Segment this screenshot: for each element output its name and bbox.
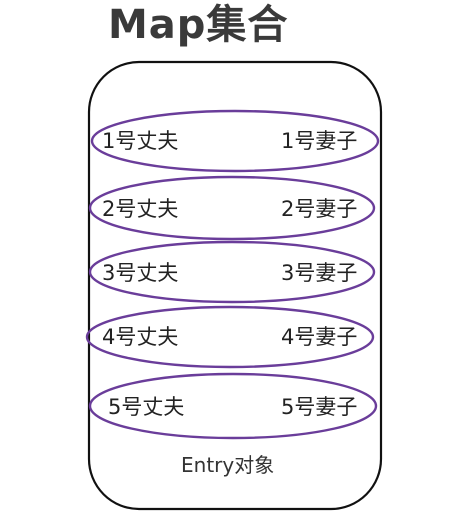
entry-ellipse-3 (88, 240, 376, 304)
map-container (87, 60, 383, 511)
entry-ellipse-4 (85, 305, 375, 369)
entry-value-1: 1号妻子 (281, 129, 358, 153)
entry-value-4: 4号妻子 (281, 325, 358, 349)
diagram-title: Map集合 (108, 2, 289, 48)
entry-key-4: 4号丈夫 (102, 325, 179, 349)
entry-value-3: 3号妻子 (281, 261, 358, 285)
entry-ellipse-5 (88, 372, 378, 440)
entry-key-2: 2号丈夫 (102, 197, 179, 221)
entry-key-1: 1号丈夫 (102, 129, 179, 153)
entry-value-5: 5号妻子 (281, 395, 358, 419)
entry-value-2: 2号妻子 (281, 197, 358, 221)
entry-ellipse-1 (90, 109, 380, 173)
entry-object-label: Entry对象 (181, 453, 275, 477)
entry-ellipse-2 (88, 175, 376, 241)
entry-key-5: 5号丈夫 (108, 395, 185, 419)
entry-key-3: 3号丈夫 (102, 261, 179, 285)
